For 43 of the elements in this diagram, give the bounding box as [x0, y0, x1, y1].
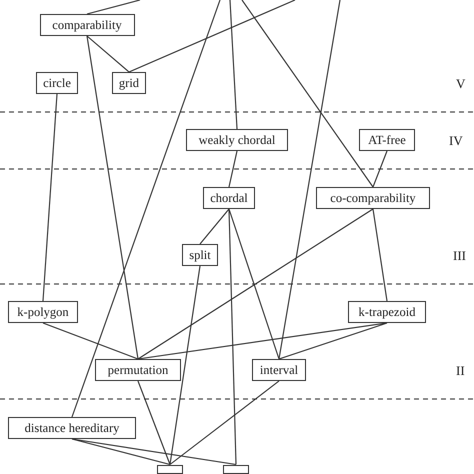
class-box: k-trapezoid — [348, 301, 426, 323]
connector-line — [137, 380, 171, 465]
class-box: distance hereditary — [8, 417, 136, 439]
connector-line — [86, 36, 139, 360]
connector-line — [72, 438, 170, 466]
connector-line — [169, 266, 201, 465]
class-box: weakly chordal — [186, 129, 288, 151]
connector-line — [228, 208, 280, 360]
class-box: permutation — [95, 359, 181, 381]
connector-line — [86, 0, 140, 15]
level-label: IV — [449, 133, 463, 149]
class-box: interval — [252, 359, 306, 381]
connector-line — [86, 36, 130, 72]
class-box: comparability — [40, 14, 134, 36]
class-box: co-comparability — [316, 187, 430, 209]
empty-box — [223, 464, 249, 474]
connector-line — [372, 208, 388, 302]
connector-line — [72, 438, 236, 466]
level-label: II — [456, 363, 465, 379]
connector-line — [42, 322, 138, 360]
level-label: V — [456, 76, 466, 92]
connector-line — [229, 0, 238, 130]
class-box: chordal — [203, 187, 255, 209]
class-box: circle — [36, 72, 78, 94]
connector-line — [242, 0, 374, 188]
class-box: k-polygon — [8, 301, 78, 323]
connector-line — [170, 380, 280, 465]
connector-line — [278, 322, 388, 360]
connector-line — [138, 322, 388, 360]
class-box: AT-free — [359, 129, 415, 151]
level-label: III — [453, 248, 466, 264]
connector-line — [138, 208, 374, 360]
connector-line — [372, 150, 388, 188]
connector-line — [228, 208, 237, 465]
class-box: grid — [112, 72, 146, 94]
class-box: split — [182, 244, 218, 266]
connector-line — [278, 0, 341, 360]
empty-box — [157, 464, 183, 474]
connector-line — [128, 0, 296, 72]
connector-line — [200, 208, 230, 244]
connector-line — [71, 0, 221, 418]
connector-line — [228, 150, 238, 188]
connector-line — [42, 94, 58, 302]
